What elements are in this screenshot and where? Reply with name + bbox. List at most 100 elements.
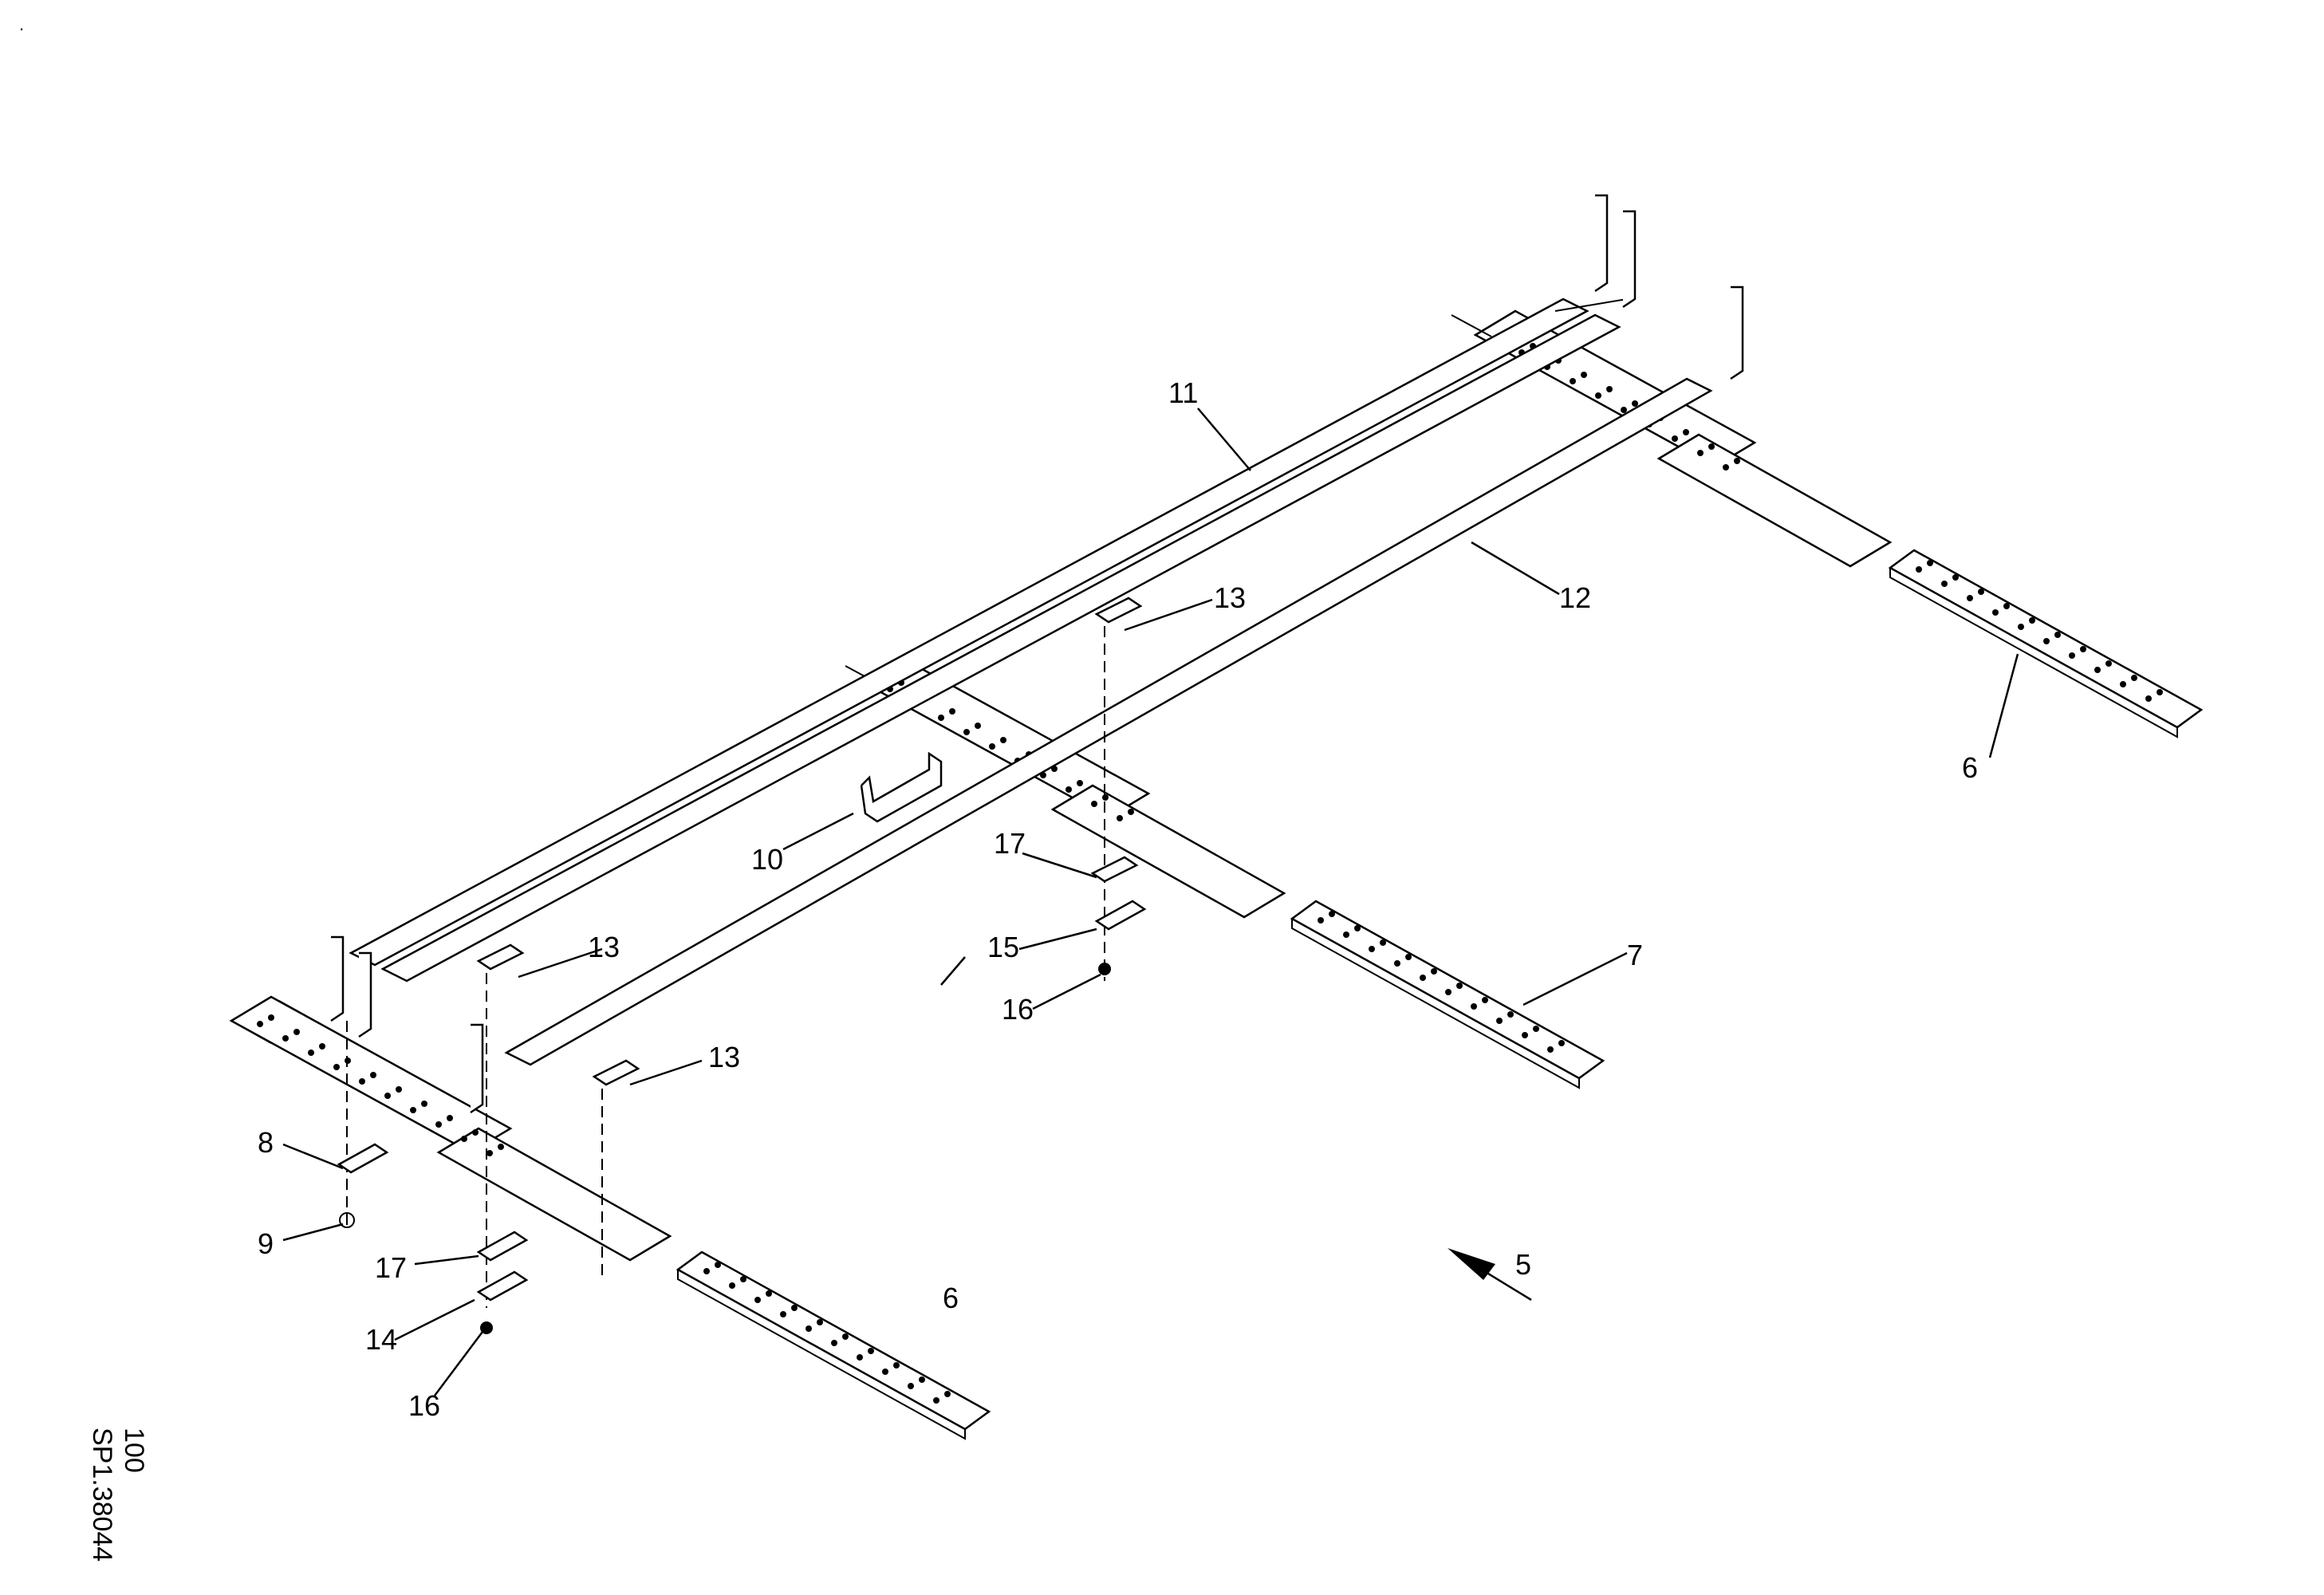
plate-hole — [435, 1121, 442, 1128]
plate-hole — [1581, 372, 1587, 378]
callout-5: 5 — [1515, 1248, 1531, 1281]
plate-hole — [1927, 560, 1933, 566]
plate-hole — [1672, 435, 1678, 442]
plate-hole — [268, 1014, 274, 1021]
callout-13-front-right: 13 — [708, 1041, 740, 1073]
plate-hole — [1522, 1032, 1528, 1038]
plate-hole — [421, 1101, 427, 1107]
plate-hole — [1952, 574, 1959, 581]
callout-13-middle: 13 — [1214, 581, 1246, 614]
plate-hole — [257, 1021, 263, 1027]
plate-hole — [729, 1282, 735, 1289]
plate-hole — [868, 1348, 874, 1354]
plate-hole — [1723, 464, 1729, 471]
plate-hole — [2157, 689, 2163, 695]
plate-hole — [447, 1115, 453, 1121]
plate-hole — [831, 1340, 837, 1346]
plate-hole — [2080, 646, 2086, 652]
callout-16-front: 16 — [408, 1389, 440, 1422]
plate-hole — [1420, 975, 1426, 981]
plate-hole — [938, 715, 944, 721]
plate-hole — [1128, 809, 1134, 815]
plate-hole — [1533, 1026, 1539, 1032]
plate-hole — [1967, 595, 1973, 601]
plate-hole — [975, 723, 981, 729]
callout-15: 15 — [987, 931, 1019, 963]
plate-hole — [1445, 989, 1452, 995]
plate-hole — [333, 1064, 340, 1070]
tube-pair-11 — [351, 299, 1627, 981]
plate-hole — [908, 1383, 914, 1389]
plate-hole — [780, 1311, 786, 1317]
plate-hole — [2029, 617, 2035, 624]
callout-7: 7 — [1627, 939, 1643, 971]
callout-11: 11 — [1168, 376, 1198, 409]
plate-hole — [1606, 386, 1613, 392]
plate-hole — [963, 729, 970, 735]
plate-hole — [1000, 737, 1006, 743]
plate-hole — [308, 1050, 314, 1056]
callout-6-rear: 6 — [1962, 751, 1978, 784]
plate-hole — [842, 1333, 849, 1340]
plate-hole — [1456, 983, 1463, 989]
plate-hole — [1431, 968, 1437, 975]
plate-hole — [1380, 939, 1386, 946]
plate-hole — [2120, 681, 2126, 687]
plate-hole — [754, 1297, 761, 1303]
callout-8: 8 — [258, 1126, 274, 1159]
plate-hole — [1369, 946, 1375, 952]
plate-hole — [370, 1072, 376, 1078]
callout-labels: 11 12 13 13 13 6 6 10 17 17 15 16 16 7 8… — [258, 376, 1978, 1422]
plate-hole — [319, 1043, 325, 1050]
plate-hole — [2131, 675, 2137, 681]
plate-hole — [1496, 1018, 1503, 1024]
plate-hole — [1683, 429, 1689, 435]
plate-hole — [2018, 624, 2024, 630]
callout-13-front: 13 — [588, 931, 620, 963]
plate-hole — [2043, 638, 2050, 644]
plate-hole — [282, 1035, 289, 1042]
plate-hole — [1507, 1011, 1514, 1018]
plate-hole — [1091, 801, 1097, 807]
plate-hole — [882, 1369, 888, 1375]
drawing-code-line2: SP1.38044 — [87, 1428, 117, 1562]
plate-hole — [1978, 589, 1984, 595]
plate-hole — [1547, 1046, 1554, 1053]
callout-14: 14 — [365, 1323, 397, 1356]
plate-hole — [2094, 667, 2101, 673]
callout-16-middle: 16 — [1002, 993, 1034, 1026]
plate-hole — [791, 1305, 798, 1311]
plate-hole — [1734, 458, 1740, 464]
plate-hole — [472, 1129, 479, 1136]
plate-hole — [933, 1397, 939, 1404]
plate-hole — [806, 1325, 812, 1332]
plate-hole — [1941, 581, 1948, 587]
drawing-code-line1: 100 — [119, 1428, 149, 1473]
plate-hole — [919, 1376, 925, 1383]
plate-hole — [2003, 603, 2010, 609]
plate-hole — [817, 1319, 823, 1325]
plate-hole — [1697, 450, 1704, 456]
plate-hole — [396, 1086, 402, 1093]
plate-hole — [2069, 652, 2075, 659]
plate-hole — [2054, 632, 2061, 638]
plate-hole — [1077, 780, 1083, 786]
plate-hole — [1558, 1040, 1565, 1046]
plate-hole — [1405, 954, 1412, 960]
hardware-stack-front — [339, 945, 638, 1334]
plate-hole — [1916, 566, 1922, 573]
plate-hole — [1708, 443, 1715, 450]
plate-hole — [1354, 925, 1361, 931]
plate-hole — [1482, 997, 1488, 1003]
plate-hole — [703, 1268, 710, 1274]
plate-hole — [461, 1136, 467, 1142]
plate-hole — [1343, 931, 1349, 938]
hardware-stack-middle — [1093, 598, 1144, 981]
plate-hole — [293, 1029, 300, 1035]
plate-hole — [2105, 660, 2112, 667]
plate-hole — [1102, 794, 1109, 801]
plate-hole — [359, 1078, 365, 1085]
leader-lines — [283, 408, 2018, 1396]
drawing-code: 100 SP1.38044 — [86, 1428, 150, 1562]
